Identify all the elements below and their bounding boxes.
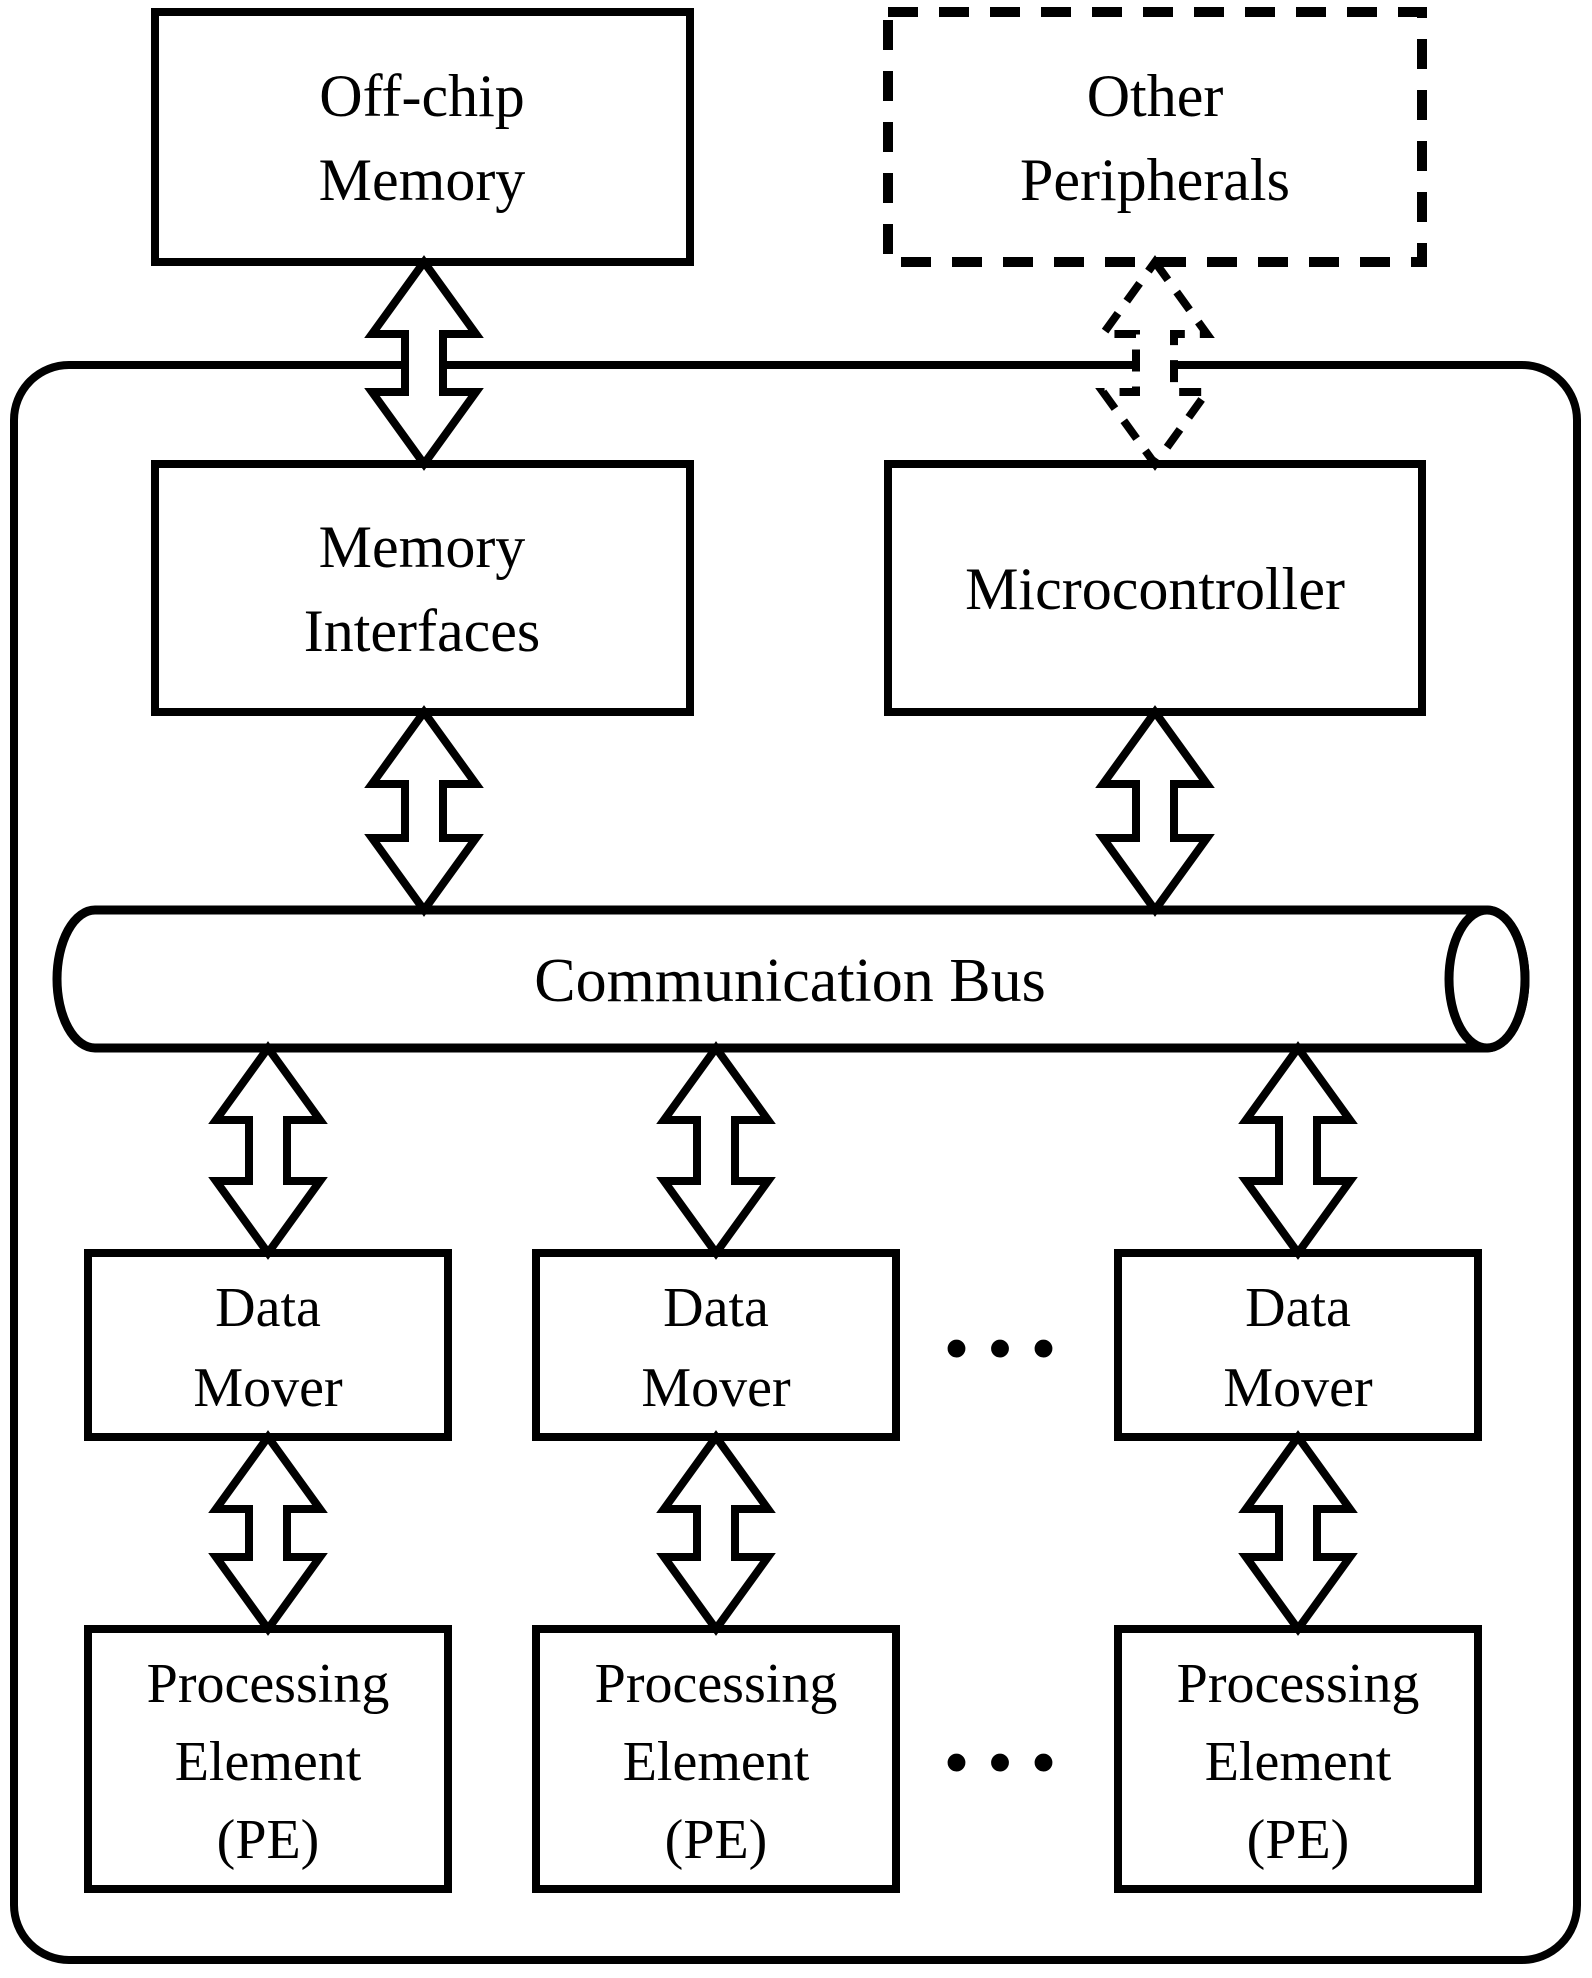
processing-element-3-label-line3: (PE): [1247, 1809, 1350, 1871]
arrow-bus-datamover-1: [208, 1041, 328, 1260]
data-mover-3-label-line1: Data: [1245, 1277, 1351, 1339]
other-peripherals-box: [883, 7, 1427, 267]
other-peripherals-label-line2: Peripherals: [1020, 147, 1290, 213]
arrow-offchip-memoryinterfaces: [364, 255, 484, 471]
off-chip-memory-label-line2: Memory: [319, 147, 526, 213]
arrow-datamover-pe-3: [1238, 1430, 1358, 1636]
processing-element-3-label-line2: Element: [1205, 1731, 1392, 1793]
data-mover-1-label-line2: Mover: [193, 1357, 343, 1419]
processing-element-1-box: [84, 1625, 452, 1893]
processing-element-1-label-line1: Processing: [147, 1653, 390, 1715]
arrow-microcontroller-bus: [1095, 705, 1215, 917]
processing-element-3-box: [1114, 1625, 1482, 1893]
processing-element-2-box: [532, 1625, 900, 1893]
ellipsis-data-mover-row: ...: [943, 1258, 1074, 1380]
memory-interfaces-label-line2: Interfaces: [304, 598, 540, 664]
other-peripherals-label-line1: Other: [1087, 63, 1224, 129]
processing-element-2-label-line1: Processing: [595, 1653, 838, 1715]
data-mover-1-label-line1: Data: [215, 1277, 321, 1339]
microcontroller-label: Microcontroller: [965, 556, 1345, 622]
communication-bus-cylinder-cap: [1444, 905, 1530, 1053]
arrow-bus-datamover-3: [1238, 1041, 1358, 1260]
off-chip-memory-box: [151, 8, 694, 266]
processing-element-2-label-line2: Element: [623, 1731, 810, 1793]
data-mover-2-label-line2: Mover: [641, 1357, 791, 1419]
arrow-bus-datamover-2: [656, 1041, 776, 1260]
memory-interfaces-box: [151, 460, 694, 716]
communication-bus-label: Communication Bus: [534, 947, 1046, 1015]
data-mover-3-label-line2: Mover: [1223, 1357, 1373, 1419]
off-chip-memory-label-line1: Off-chip: [319, 63, 525, 129]
processing-element-3-label-line1: Processing: [1177, 1653, 1420, 1715]
processing-element-1-label-line2: Element: [175, 1731, 362, 1793]
ellipsis-processing-element-row: ...: [943, 1672, 1074, 1794]
processing-element-2-label-line3: (PE): [665, 1809, 768, 1871]
arrow-datamover-pe-1: [208, 1430, 328, 1636]
memory-interfaces-label-line1: Memory: [319, 514, 526, 580]
data-mover-2-label-line1: Data: [663, 1277, 769, 1339]
arrow-datamover-pe-2: [656, 1430, 776, 1636]
arrow-peripherals-microcontroller: [1095, 255, 1215, 471]
processing-element-1-label-line3: (PE): [217, 1809, 320, 1871]
arrow-memoryinterfaces-bus: [364, 705, 484, 917]
